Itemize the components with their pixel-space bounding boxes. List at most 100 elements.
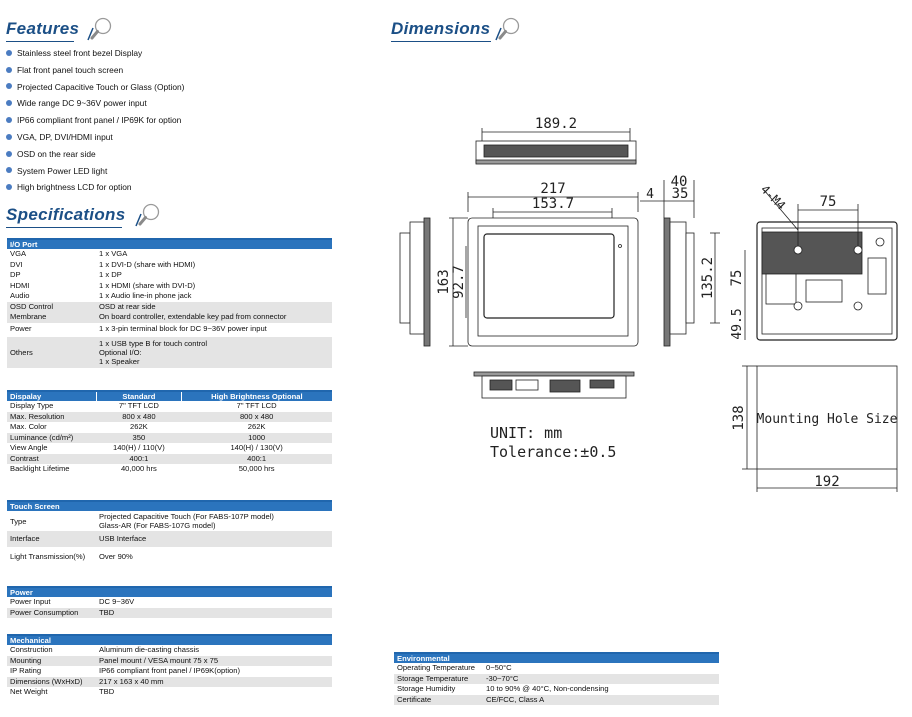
bullet-icon (6, 184, 12, 191)
spec-value: 350 (96, 432, 182, 443)
spec-value: OSD at rear side (96, 301, 332, 312)
dim-depth-total: 40 (671, 174, 688, 190)
spec-value: 140(H) / 130(V) (230, 443, 283, 452)
spec-value: 400:1 (181, 453, 332, 464)
spec-value: 7" TFT LCD (118, 401, 159, 410)
dim-height-inner: 92.7 (451, 265, 467, 299)
dim-front-width: 217 (540, 181, 565, 197)
spec-key: Type (10, 516, 27, 526)
spec-value: TBD (96, 607, 332, 618)
dim-depth-a: 4 (646, 187, 654, 202)
spec-key: Certificate (394, 694, 483, 705)
spec-value: 50,000 hrs (238, 464, 275, 473)
spec-value: 800 x 480 (181, 411, 332, 422)
back-view: 75 4-M4 75 49.5 (729, 182, 898, 341)
magnifier-icon (135, 203, 160, 227)
dim-mount-height: 138 (731, 405, 747, 430)
spec-key: Construction (10, 645, 53, 654)
dim-top-width: 189.2 (535, 116, 577, 132)
dim-front-inner: 153.7 (532, 196, 574, 212)
spec-key: Light Transmission(%) (10, 551, 86, 561)
bullet-icon (6, 100, 12, 107)
dim-mount-width: 192 (814, 474, 839, 490)
spec-value: 800 x 480 (96, 411, 182, 422)
spec-key: Display Type (10, 401, 54, 410)
spec-value: 0~50°C (486, 663, 512, 672)
environmental-table: Environmental Operating Temperature 0~50°… (394, 652, 719, 705)
spec-value: 1 x Audio line-in phone jack (99, 291, 192, 300)
unit-label: UNIT: mm (490, 424, 562, 442)
spec-key: Max. Resolution (7, 411, 97, 422)
spec-value: On board controller, extendable key pad … (96, 312, 332, 323)
feature-item: OSD on the rear side (6, 146, 184, 163)
spec-key: VGA (10, 249, 27, 258)
dim-side-height: 135.2 (700, 257, 716, 299)
features-list: Stainless steel front bezel Display Flat… (6, 45, 184, 196)
feature-item: Flat front panel touch screen (6, 62, 184, 79)
spec-value: Over 90% (99, 551, 133, 561)
spec-key: Interface (7, 531, 96, 547)
spec-value: 10 to 90% @ 40°C, Non-condensing (486, 684, 609, 693)
spec-key: Audio (10, 291, 30, 300)
spec-key: IP Rating (10, 666, 42, 675)
dim-back-offset: 49.5 (730, 308, 745, 339)
specifications-title: Specifications (6, 205, 125, 228)
mounting-hole-label: Mounting Hole Size (757, 412, 898, 427)
spec-key: Storage Temperature (394, 673, 483, 684)
spec-value: USB Interface (96, 531, 332, 547)
feature-item: Wide range DC 9~36V power input (6, 95, 184, 112)
dimensions-title: Dimensions (391, 19, 491, 42)
bullet-icon (6, 116, 12, 123)
dim-back-height: 75 (729, 270, 745, 287)
touch-table: Touch Screen Type Projected Capacitive T… (7, 500, 332, 567)
power-header: Power (7, 586, 332, 597)
spec-key: DVI (10, 259, 23, 269)
spec-key: Power (10, 324, 32, 334)
spec-key: Others (7, 336, 96, 368)
spec-key: View Angle (10, 443, 48, 452)
spec-value: 1 x DP (99, 270, 122, 279)
spec-value: 40,000 hrs (120, 464, 157, 473)
spec-value: 262K (247, 422, 266, 431)
spec-value: 1 x HDMI (share with DVI-D) (99, 280, 196, 290)
environmental-header: Environmental (394, 652, 719, 663)
mechanical-header: Mechanical (7, 634, 332, 645)
feature-item: IP66 compliant front panel / IP69K for o… (6, 112, 184, 129)
bullet-icon (6, 66, 12, 73)
front-view: 217 153.7 163 92.7 (436, 181, 639, 347)
io-port-header: I/O Port (7, 238, 332, 249)
spec-value: -30~70°C (483, 673, 719, 684)
spec-key: Contrast (7, 453, 97, 464)
spec-value: 217 x 163 x 40 mm (96, 676, 332, 687)
dim-depth-b: 35 (672, 186, 689, 202)
spec-key: Operating Temperature (397, 663, 475, 672)
spec-key: OSD Control (7, 301, 96, 312)
spec-value: 1 x 3-pin terminal block for DC 9~36V po… (99, 324, 267, 334)
spec-value: 400:1 (96, 453, 182, 464)
left-side-view (399, 217, 431, 347)
spec-value: Aluminum die-casting chassis (99, 645, 200, 654)
spec-value: TBD (99, 687, 115, 696)
spec-key: Power Consumption (7, 607, 96, 618)
bullet-icon (6, 150, 12, 157)
feature-item: VGA, DP, DVI/HDMI input (6, 129, 184, 146)
mechanical-table: Mechanical Construction Aluminum die-cast… (7, 634, 332, 698)
display-header: Dispalay (7, 390, 97, 401)
bullet-icon (6, 49, 12, 56)
display-table: Dispalay Standard High Brightness Option… (7, 390, 332, 475)
spec-key: Net Weight (10, 687, 48, 696)
spec-key: Mounting (7, 655, 96, 666)
magnifier-icon (495, 17, 520, 41)
magnifier-icon (87, 17, 112, 41)
mounting-hole-view: 138 Mounting Hole Size 192 (731, 365, 898, 492)
features-title: Features (6, 19, 79, 42)
spec-value: DC 9~36V (99, 597, 135, 606)
spec-value: 140(H) / 110(V) (112, 443, 165, 452)
top-view: 189.2 (475, 116, 637, 165)
feature-item: High brightness LCD for option (6, 179, 184, 196)
tolerance-label: Tolerance:±0.5 (490, 443, 616, 461)
spec-value: 1 x VGA (99, 249, 128, 258)
